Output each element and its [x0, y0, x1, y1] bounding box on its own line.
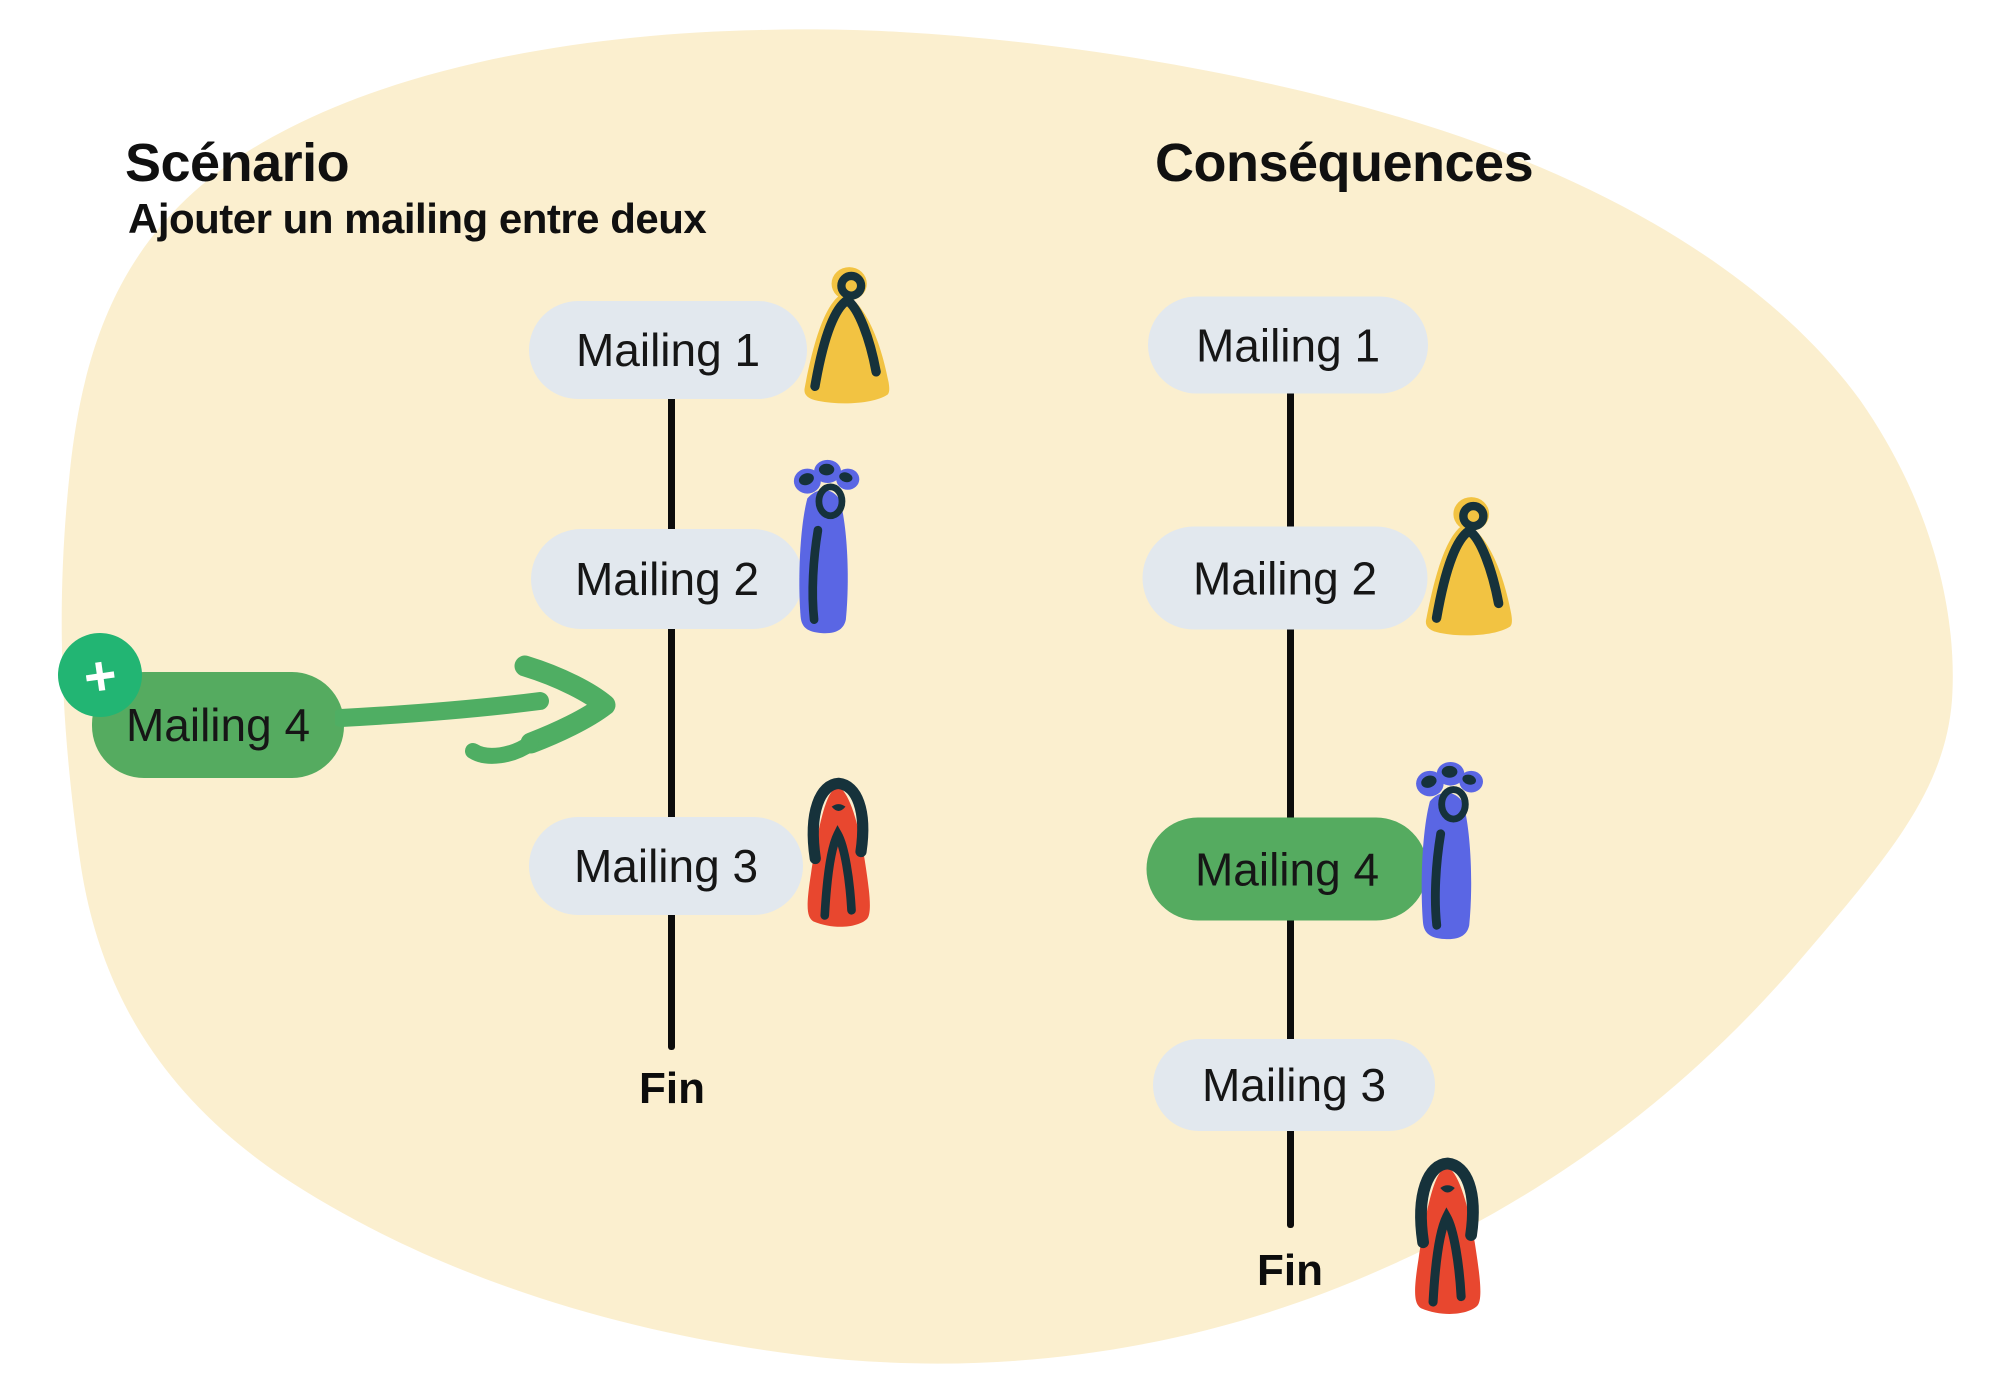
node-label: Mailing 4 [1194, 843, 1380, 895]
node-label: Mailing 1 [575, 324, 761, 376]
node-label: Mailing 3 [1201, 1059, 1387, 1111]
consequences-node-mailing-3: Mailing 3 [1153, 1039, 1435, 1131]
person-blue-icon [788, 458, 870, 641]
node-label: Mailing 2 [1192, 552, 1378, 604]
insert-pill-label: Mailing 4 [125, 699, 311, 751]
node-label: Mailing 3 [573, 840, 759, 892]
person-red-icon [798, 766, 880, 943]
node-label: Mailing 2 [574, 553, 760, 605]
scenario-timeline-line [668, 350, 675, 1050]
node-label: Mailing 1 [1195, 319, 1381, 371]
plus-badge-label: + [79, 641, 121, 709]
person-blue-icon [1410, 760, 1494, 947]
consequences-timeline-line [1287, 345, 1294, 1228]
scenario-subtitle: Ajouter un mailing entre deux [128, 194, 707, 242]
scenario-node-mailing-2: Mailing 2 [531, 529, 803, 629]
consequences-end-label: Fin [1257, 1246, 1323, 1295]
scenario-node-mailing-3: Mailing 3 [529, 817, 803, 915]
consequences-node-mailing-4: Mailing 4 [1146, 817, 1428, 921]
consequences-node-mailing-2: Mailing 2 [1142, 526, 1428, 630]
scenario-title: Scénario [125, 133, 350, 194]
consequences-node-mailing-1: Mailing 1 [1148, 296, 1428, 394]
arrow-right-icon [332, 652, 635, 782]
scenario-node-mailing-1: Mailing 1 [529, 301, 807, 399]
person-red-icon [1405, 1148, 1491, 1328]
person-yellow-icon [786, 264, 902, 409]
person-yellow-icon [1406, 494, 1526, 641]
consequences-title: Conséquences [1155, 133, 1534, 194]
scenario-end-label: Fin [639, 1064, 705, 1113]
